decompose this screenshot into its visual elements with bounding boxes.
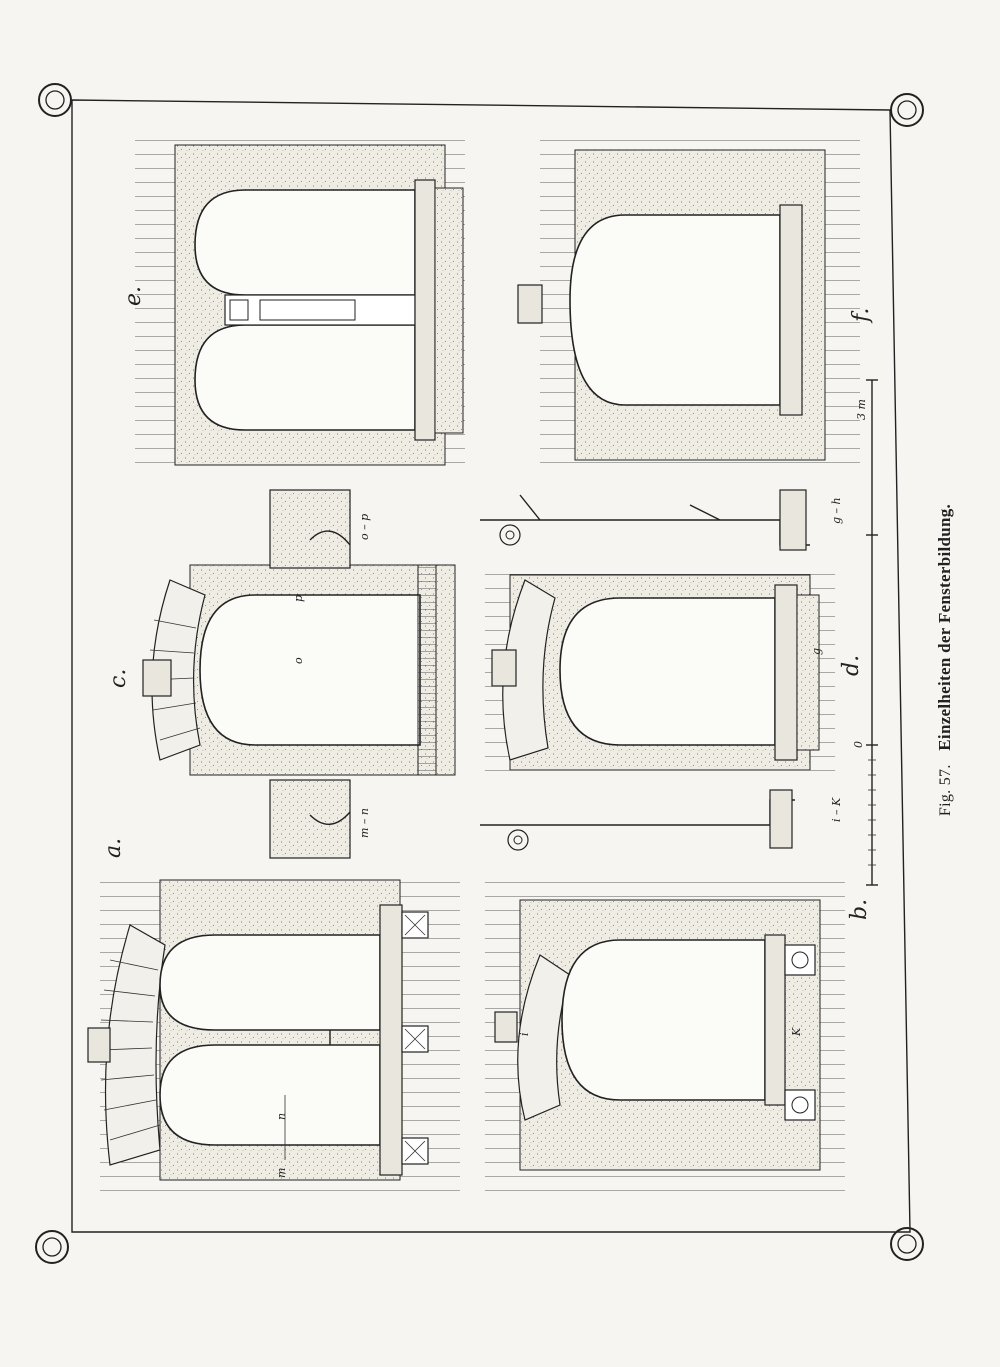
panel-a-letter: a. xyxy=(101,838,126,858)
figure-title: Einzelheiten der Fensterbildung. xyxy=(935,503,954,751)
figure-number: Fig. 57. xyxy=(937,764,954,817)
scale-label: 3 m xyxy=(855,399,868,420)
panel-c-letter: c. xyxy=(106,669,131,688)
section-label-i-k: i – K xyxy=(830,797,843,822)
section-label-m-plan: m xyxy=(275,1168,288,1178)
section-label-i-plan: i xyxy=(518,1032,531,1036)
section-label-o-plan: o xyxy=(292,657,305,664)
section-label-p-plan: p xyxy=(292,595,305,602)
panel-e-letter: e. xyxy=(121,286,146,306)
panel-d-window xyxy=(480,489,835,851)
panel-d-letter: d. xyxy=(839,655,864,676)
section-label-m-n: m – n xyxy=(358,808,371,838)
panel-f-letter: f. xyxy=(849,308,874,324)
panel-a-double-window xyxy=(87,870,460,1200)
plate-frame xyxy=(35,83,924,1264)
panel-b-single-window xyxy=(485,870,845,1200)
section-label-g-h: g – h xyxy=(830,497,843,524)
figure-caption: Fig. 57. Einzelheiten der Fensterbildung… xyxy=(935,504,955,816)
panel-e-double-window xyxy=(135,135,465,475)
panel-b-letter: b. xyxy=(847,899,872,920)
scale-bar xyxy=(866,379,878,886)
panel-f-window xyxy=(517,135,860,475)
section-label-o-p: o – p xyxy=(358,514,371,540)
section-label-k-plan: K xyxy=(790,1027,803,1037)
scale-zero-tick: 0 xyxy=(852,741,865,748)
section-detail-o-p xyxy=(269,489,351,859)
section-label-g-plan: g xyxy=(810,648,823,655)
section-label-n-plan: n xyxy=(275,1113,288,1120)
panel-c-window xyxy=(142,564,456,776)
